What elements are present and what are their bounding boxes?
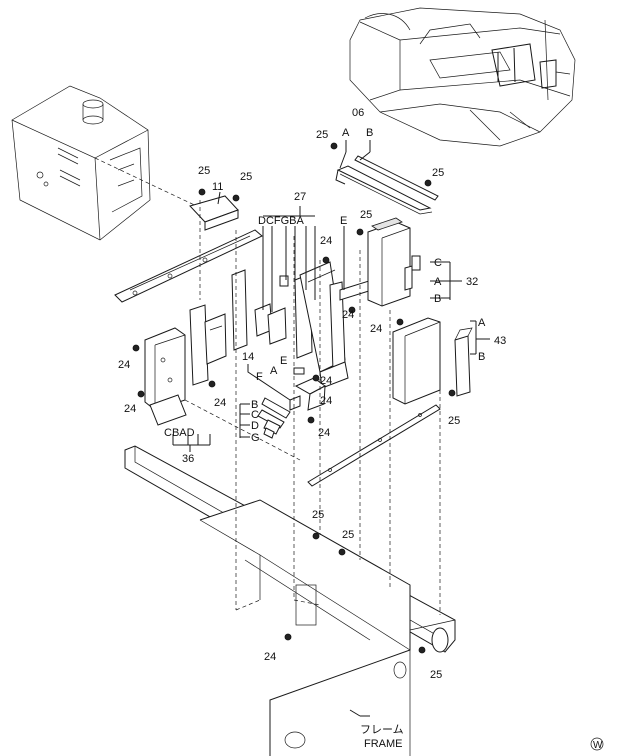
label-24-right-1: 24 — [342, 309, 354, 321]
label-24-left-3: 24 — [214, 397, 226, 409]
label-14-c: C — [251, 409, 259, 421]
cover-06-strips — [335, 155, 439, 215]
label-06-b: B — [366, 127, 373, 139]
label-25-frame-3: 25 — [430, 669, 442, 681]
label-14-f: F — [256, 371, 263, 383]
bolts — [132, 142, 456, 654]
bracket-11 — [189, 195, 239, 231]
panel-group-27 — [231, 261, 373, 389]
fuel-tank-illustration — [11, 85, 206, 241]
corner-mark-letter: W — [593, 740, 603, 751]
part-labels: 06 A B 25 25 25 11 25 27 DCFGBA E 25 24 … — [118, 107, 506, 750]
label-25-left-2: 25 — [240, 171, 252, 183]
label-32: 32 — [466, 276, 478, 288]
label-14-e: E — [280, 355, 287, 367]
label-24-center-2: 24 — [320, 395, 332, 407]
label-43-b: B — [478, 351, 485, 363]
upper-support-rail — [114, 229, 263, 303]
label-14-b: B — [251, 399, 258, 411]
label-25-mid: 25 — [360, 209, 372, 221]
label-27: 27 — [294, 191, 306, 203]
label-14: 14 — [242, 351, 254, 363]
label-24-mid: 24 — [320, 235, 332, 247]
label-32-a: A — [434, 276, 442, 288]
label-24-lower: 24 — [318, 427, 330, 439]
label-24-left-2: 24 — [124, 403, 136, 415]
lower-rail — [307, 404, 441, 487]
label-24-center: 24 — [320, 375, 332, 387]
label-06: 06 — [352, 107, 364, 119]
label-25-right-lower: 25 — [448, 415, 460, 427]
label-14-a: A — [270, 365, 278, 377]
panel-group-32 — [367, 217, 421, 307]
small-parts-group-14 — [257, 367, 326, 439]
main-frame — [124, 445, 456, 756]
label-14-g: G — [251, 432, 260, 444]
panel-group-36 — [144, 304, 227, 426]
label-25-frame-1: 25 — [312, 509, 324, 521]
label-36-letters: CBAD — [164, 427, 195, 439]
panel-group-43 — [392, 317, 473, 405]
label-27-letters: DCFGBA — [258, 215, 305, 227]
label-27-e: E — [340, 215, 347, 227]
label-43: 43 — [494, 335, 506, 347]
frame-label-en: FRAME — [364, 738, 403, 750]
label-14-d: D — [251, 420, 259, 432]
label-32-c: C — [434, 257, 442, 269]
label-11: 11 — [212, 181, 223, 193]
label-24-frame: 24 — [264, 651, 276, 663]
label-25-top: 25 — [316, 129, 328, 141]
label-25-right: 25 — [432, 167, 444, 179]
frame-label-jp: フレーム — [360, 723, 404, 736]
label-43-a: A — [478, 317, 486, 329]
label-24-right-2: 24 — [370, 323, 382, 335]
label-06-a: A — [342, 127, 350, 139]
assembly-dashed-lines — [184, 200, 441, 615]
label-24-left-1: 24 — [118, 359, 130, 371]
label-32-b: B — [434, 293, 441, 305]
excavator-overview-illustration — [349, 7, 576, 147]
label-36: 36 — [182, 453, 194, 465]
corner-mark: W — [590, 737, 604, 751]
label-leader-lines — [172, 140, 490, 717]
label-25-frame-2: 25 — [342, 529, 354, 541]
label-25-left-1: 25 — [198, 165, 210, 177]
